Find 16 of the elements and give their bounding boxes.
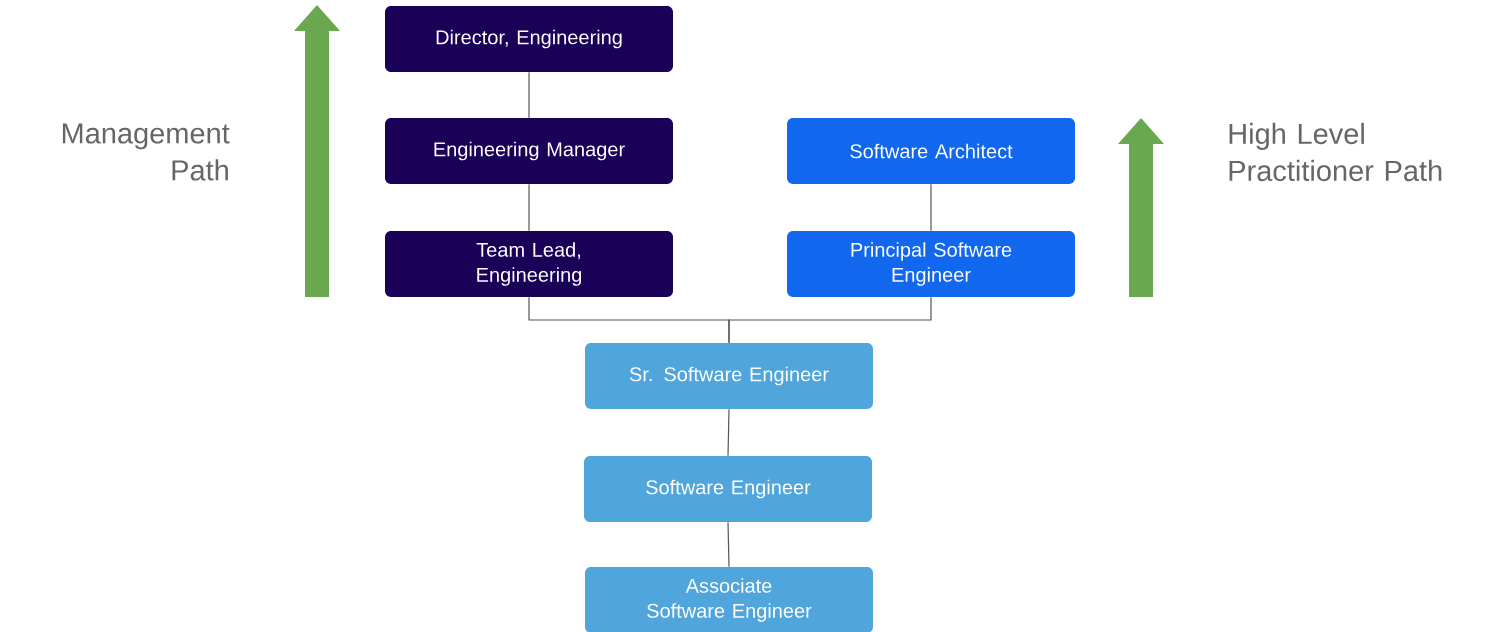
role-box: Sr. Software Engineer bbox=[585, 343, 873, 409]
role-box: Software Architect bbox=[787, 118, 1075, 184]
role-box: Associate Software Engineer bbox=[585, 567, 873, 632]
connector-line bbox=[727, 521, 730, 568]
connector-line bbox=[728, 296, 932, 344]
connector-line bbox=[727, 408, 730, 457]
path-label: Management Path bbox=[62, 123, 230, 181]
role-box: Engineering Manager bbox=[385, 118, 673, 184]
connector-line bbox=[528, 71, 530, 119]
role-box: Director, Engineering bbox=[385, 6, 673, 72]
role-box: Team Lead, Engineering bbox=[385, 231, 673, 297]
role-box: Software Engineer bbox=[584, 456, 872, 522]
connector-line bbox=[930, 183, 932, 232]
connector-line bbox=[528, 183, 530, 232]
path-label: High Level Practitioner Path bbox=[1229, 122, 1442, 182]
role-box: Principal Software Engineer bbox=[787, 231, 1075, 297]
